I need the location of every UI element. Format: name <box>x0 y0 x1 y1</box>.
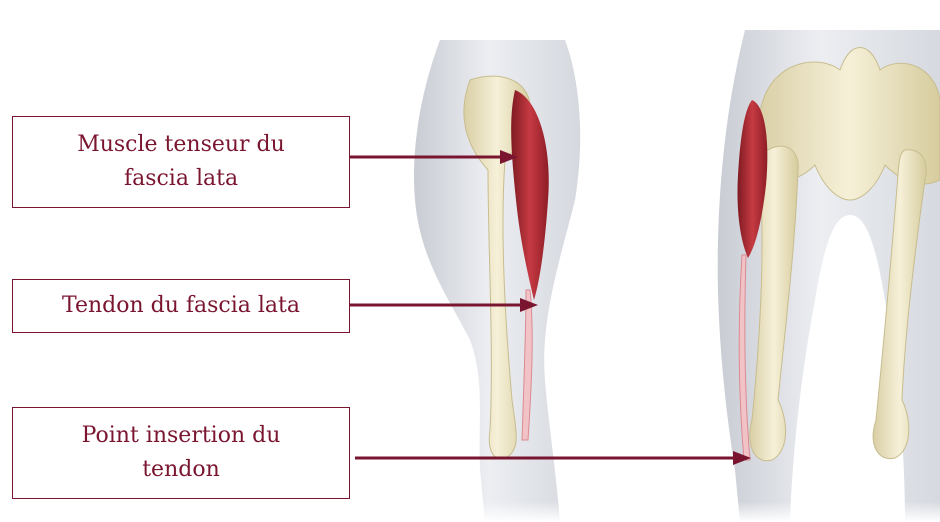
label-insertion-point: Point insertion du tendon <box>12 407 350 499</box>
pelvis-front-view-illustration <box>700 30 940 522</box>
label-muscle-line2: fascia lata <box>77 162 285 196</box>
label-insertion-line1: Point insertion du <box>82 419 281 453</box>
label-tendon-line1: Tendon du fascia lata <box>62 289 300 323</box>
leg-side-view-illustration <box>400 40 590 522</box>
label-muscle-line1: Muscle tenseur du <box>77 128 285 162</box>
label-muscle-tensor: Muscle tenseur du fascia lata <box>12 116 350 208</box>
label-tendon-fascia: Tendon du fascia lata <box>12 279 350 333</box>
label-insertion-line2: tendon <box>82 453 281 487</box>
